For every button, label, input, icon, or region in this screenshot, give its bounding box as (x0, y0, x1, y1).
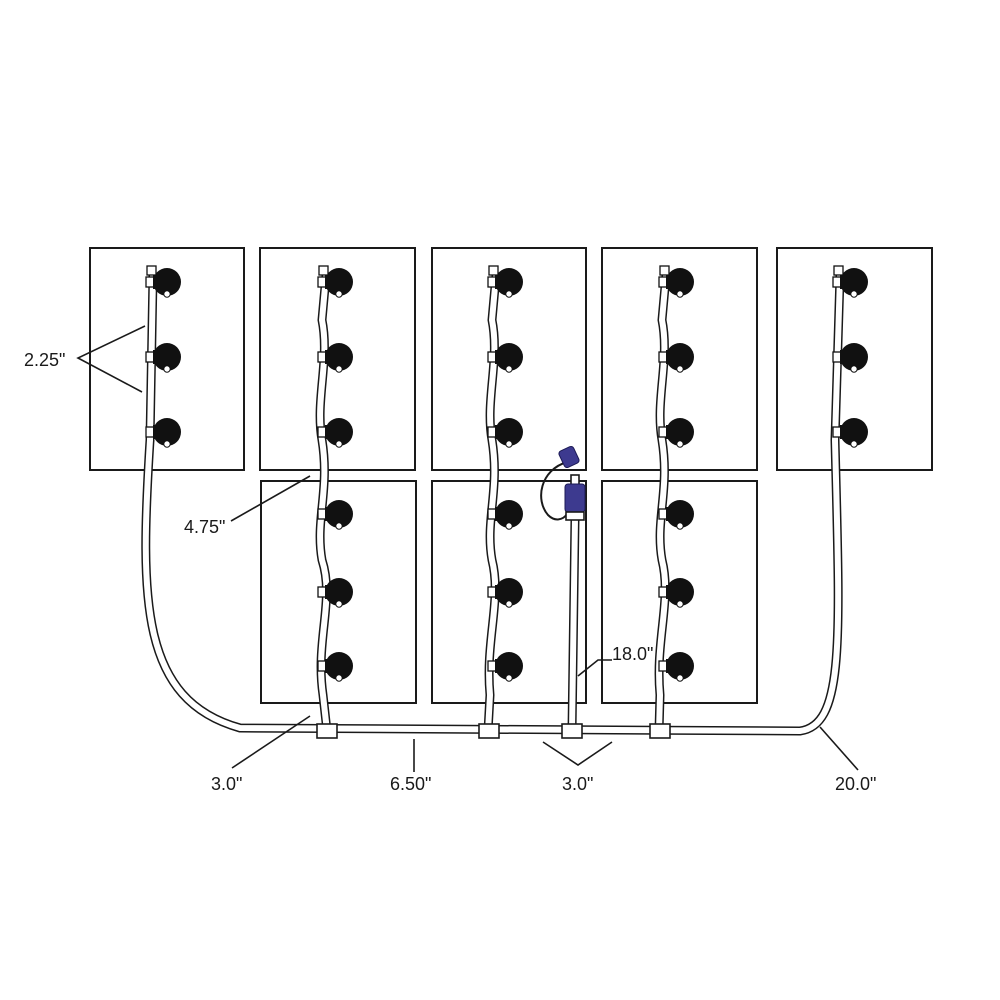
dimension-label-d1: 2.25" (24, 350, 65, 370)
dimension-label-d2: 4.75" (184, 517, 225, 537)
leader-d2 (230, 475, 311, 522)
tubing (141, 271, 845, 736)
valve-icon (487, 578, 523, 608)
valve-icon (658, 652, 694, 682)
valve-group (145, 265, 868, 682)
leader-d3 (577, 659, 612, 677)
valve-icon (317, 265, 353, 298)
valve-icon (832, 265, 868, 298)
valve-icon (832, 418, 868, 448)
tee-fittings (316, 723, 671, 739)
filler-cap-icon (558, 445, 580, 469)
tee-fitting-3 (561, 723, 583, 739)
dimension-label-d3: 18.0" (612, 644, 653, 664)
valve-icon (658, 418, 694, 448)
valve-icon (317, 343, 353, 373)
filler-collar (565, 511, 585, 521)
valve-icon (832, 343, 868, 373)
tee-fitting-4 (649, 723, 671, 739)
leader-d7 (819, 726, 859, 771)
leader-d4 (231, 715, 311, 769)
dimension-leaders (76, 325, 859, 772)
valve-icon (487, 343, 523, 373)
valve-icon (317, 500, 353, 530)
valve-icon (145, 418, 181, 448)
valve-icon (317, 418, 353, 448)
filler-body-icon (564, 483, 586, 513)
valve-icon (487, 418, 523, 448)
dimension-label-d5: 6.50" (390, 774, 431, 794)
dimension-label-d6: 3.0" (562, 774, 593, 794)
battery-group (89, 247, 933, 704)
valve-icon (487, 500, 523, 530)
filler-loop-hose (540, 461, 568, 521)
fill-connector-icon (540, 445, 586, 521)
valve-icon (145, 343, 181, 373)
valve-icon (658, 343, 694, 373)
leader-d1 (76, 325, 146, 393)
valve-icon (487, 652, 523, 682)
valve-icon (145, 265, 181, 298)
tee-fitting-1 (316, 723, 338, 739)
dimension-labels: 2.25" 4.75" 18.0" 3.0" 6.50" 3.0" 20.0" (24, 350, 876, 794)
dimension-label-d7: 20.0" (835, 774, 876, 794)
leader-d6 (542, 741, 613, 766)
valve-icon (317, 652, 353, 682)
valve-icon (317, 578, 353, 608)
valve-icon (658, 500, 694, 530)
dimension-label-d4: 3.0" (211, 774, 242, 794)
tee-fitting-2 (478, 723, 500, 739)
valve-icon (658, 578, 694, 608)
valve-icon (658, 265, 694, 298)
valve-icon (487, 265, 523, 298)
